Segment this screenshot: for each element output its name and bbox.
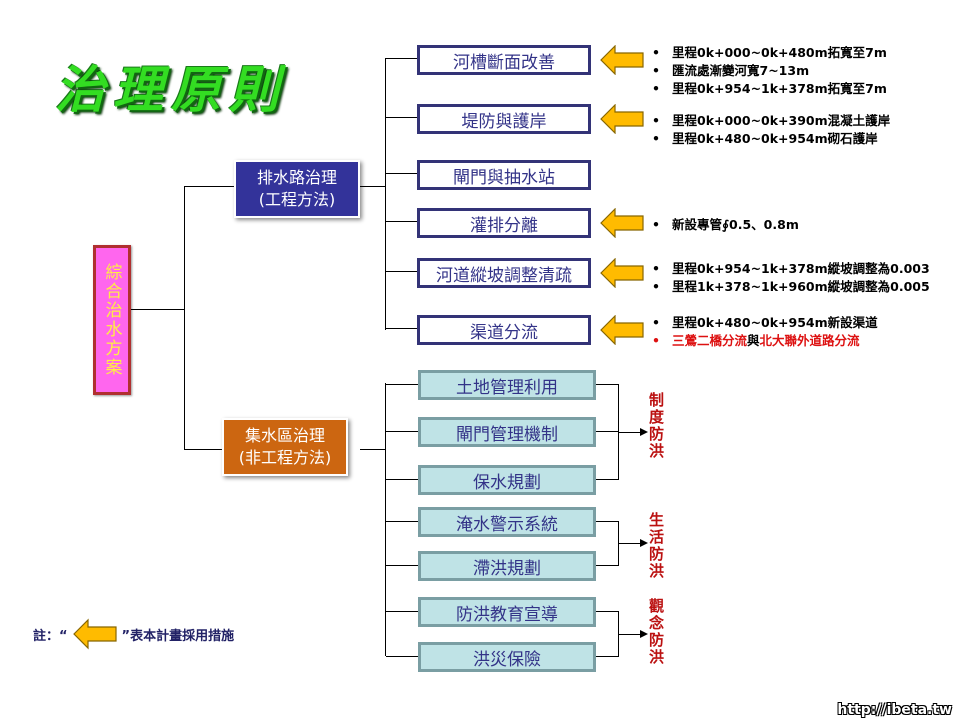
connector [360,449,385,450]
connector [386,271,417,272]
arrowhead-icon [640,630,648,638]
note-text: 里程1k+378~1k+960m縱坡調整為0.005 [672,279,930,294]
connector [360,186,385,187]
note-item: • 匯流處漸變河寬7~13m [652,60,809,79]
connector [386,431,418,432]
note-text: 三鶯二橋分流 [672,333,748,348]
connector [131,309,184,310]
leaf-node: 閘門與抽水站 [417,160,591,190]
leaf-node: 灌排分離 [417,208,591,238]
arrowhead-icon [640,428,648,436]
connector [386,656,418,657]
leaf-node: 土地管理利用 [418,370,596,400]
adopted-arrow-icon [600,45,644,75]
leaf-node: 保水規劃 [418,465,596,495]
adopted-arrow-icon [600,258,644,288]
leaf-node: 河槽斷面改善 [417,45,591,75]
note-item: • 里程1k+378~1k+960m縱坡調整為0.005 [652,276,930,295]
note-item: • 新設專管∮0.5、0.8m [652,214,799,233]
footnote-suffix: ”表本計畫採用措施 [121,628,235,644]
connector [618,634,640,635]
note-item: • 里程0k+954~1k+378m縱坡調整為0.003 [652,258,930,277]
note-text: 里程0k+000~0k+390m混凝土護岸 [672,113,891,128]
note-text: 與 [747,333,760,348]
connector [596,565,618,566]
leaf-node: 淹水警示系統 [418,507,596,537]
connector [184,186,185,450]
bullet-icon: • [652,63,660,78]
bullet-icon: • [652,315,660,330]
bullet-icon: • [652,113,660,128]
leaf-node: 洪災保險 [418,642,596,672]
adopted-arrow-icon [600,315,644,345]
connector [385,383,386,656]
branch-engineering: 排水路治理 (工程方法) [234,160,360,218]
note-text: 里程0k+954~1k+378m拓寬至7m [672,81,887,96]
connector [386,117,417,118]
note-text: 北大聯外道路分流 [759,333,860,348]
connector [385,58,386,330]
category-label: 生活防洪 [647,512,665,580]
leaf-node: 滯洪規劃 [418,551,596,581]
note-item: • 里程0k+954~1k+378m拓寬至7m [652,78,887,97]
connector [596,479,618,480]
connector [386,565,418,566]
adopted-arrow-icon [600,208,644,238]
note-text: 里程0k+480~0k+954m砌石護岸 [672,131,878,146]
page-title: 治理原則 [55,60,287,119]
note-text: 里程0k+480~0k+954m新設渠道 [672,315,878,330]
connector [386,521,418,522]
note-item: • 里程0k+000~0k+480m拓寬至7m [652,42,887,61]
leaf-node: 河道縱坡調整清疏 [417,258,591,288]
note-item: • 里程0k+480~0k+954m砌石護岸 [652,128,878,147]
connector [596,431,618,432]
bullet-icon: • [652,261,660,276]
category-label: 觀念防洪 [647,598,665,666]
arrowhead-icon [640,539,648,547]
bullet-icon: • [652,131,660,146]
adopted-arrow-icon [72,618,117,650]
connector [386,611,418,612]
connector [386,328,417,329]
bullet-icon: • [652,45,660,60]
connector [386,58,417,59]
note-text: 新設專管∮0.5、0.8m [672,217,799,232]
leaf-node: 閘門管理機制 [418,417,596,447]
connector [184,449,222,450]
footnote-prefix: 註：“ [33,628,68,644]
category-label: 制度防洪 [647,392,665,460]
note-text: 里程0k+000~0k+480m拓寬至7m [672,45,887,60]
leaf-node: 堤防與護岸 [417,104,591,134]
leaf-node: 防洪教育宣導 [418,597,596,627]
root-node: 綜合治水方案 [93,245,131,395]
connector [596,521,618,522]
bullet-icon: • [652,333,660,348]
watermark: http://ibeta.tw [837,702,952,718]
connector [386,221,417,222]
leaf-node: 渠道分流 [417,315,591,345]
note-text: 里程0k+954~1k+378m縱坡調整為0.003 [672,261,930,276]
note-item: • 三鶯二橋分流與北大聯外道路分流 [652,330,860,349]
connector [596,656,618,657]
connector [596,384,618,385]
connector [618,543,640,544]
note-item: • 里程0k+480~0k+954m新設渠道 [652,312,878,331]
note-text: 匯流處漸變河寬7~13m [672,63,810,78]
connector [386,173,417,174]
note-item: • 里程0k+000~0k+390m混凝土護岸 [652,110,890,129]
branch-non-engineering: 集水區治理 (非工程方法) [222,418,348,476]
connector [596,611,618,612]
adopted-arrow-icon [600,104,644,134]
connector [386,384,418,385]
bullet-icon: • [652,81,660,96]
footnote: 註：“ ”表本計畫採用措施 [33,618,234,650]
connector [386,479,418,480]
connector [184,186,234,187]
bullet-icon: • [652,279,660,294]
bullet-icon: • [652,217,660,232]
connector [618,432,640,433]
